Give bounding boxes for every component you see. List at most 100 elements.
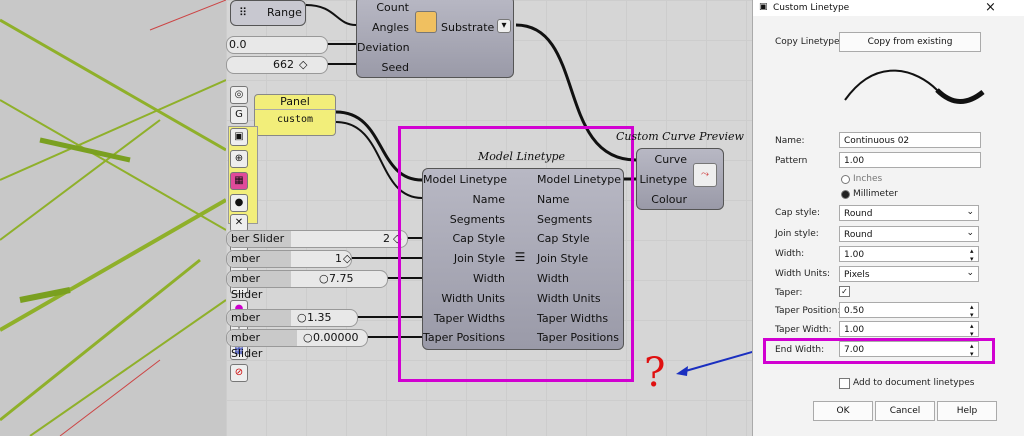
gha-icon[interactable]: G xyxy=(230,106,248,124)
close-button[interactable]: × xyxy=(985,0,996,15)
question-mark-annotation: ? xyxy=(644,350,666,396)
output-port[interactable]: Name xyxy=(537,192,570,206)
gh-tool-icon[interactable]: ◎ xyxy=(230,86,248,104)
input-port[interactable]: Width xyxy=(473,272,505,285)
color-icon[interactable]: ▦ xyxy=(230,172,248,190)
input-seed: Seed xyxy=(381,61,410,74)
radio-millimeter[interactable] xyxy=(841,190,850,199)
number-slider-3[interactable]: mber Slider ○ 7.75 xyxy=(226,270,388,301)
cap-style-select[interactable]: Round xyxy=(839,204,979,221)
range-component[interactable]: ⠿ Range xyxy=(230,0,306,26)
balloon-icon[interactable]: ● xyxy=(230,194,248,212)
input-count: Count xyxy=(376,1,409,14)
slider-grip-icon: ◇ xyxy=(299,58,308,71)
end-width-label: End Width: xyxy=(775,345,825,355)
slider-label: ber Slider xyxy=(227,231,291,247)
slider-grip-icon: ○ xyxy=(319,272,329,285)
slider-top-2[interactable]: 662 ◇ xyxy=(226,56,328,74)
slider-grip-icon: ○ xyxy=(297,311,307,324)
add-to-document-checkbox[interactable] xyxy=(839,378,850,389)
highlight-box-component xyxy=(398,126,634,382)
inches-label: Inches xyxy=(853,174,883,184)
help-button[interactable]: Help xyxy=(937,401,997,421)
output-port[interactable]: Model Linetype xyxy=(537,173,622,186)
slider-label: mber Slider xyxy=(227,310,291,340)
name-field[interactable]: Continuous 02 xyxy=(839,132,981,148)
number-slider-1[interactable]: ber Slider 2 ◇ xyxy=(226,230,408,248)
pattern-field[interactable]: 1.00 xyxy=(839,152,981,168)
input-port[interactable]: Taper Widths xyxy=(433,311,505,325)
linetype-icon: ☰ xyxy=(514,250,526,264)
model-linetype-title: Model Linetype xyxy=(478,150,566,163)
wires xyxy=(305,4,637,338)
input-port[interactable]: Join Style xyxy=(453,252,505,266)
window-icon[interactable]: ▣ xyxy=(230,128,248,146)
slider-value: 7.75 xyxy=(329,272,354,285)
panel-content: custom xyxy=(276,114,314,125)
slider-label: mber Slider xyxy=(227,271,291,301)
linetype-preview xyxy=(844,69,985,104)
custom-linetype-dialog: ▣ Custom Linetype × Copy Linetype: Copy … xyxy=(752,0,1024,436)
cap-style-label: Cap style: xyxy=(775,208,820,218)
dialog-app-icon: ▣ xyxy=(759,2,768,12)
grasshopper-canvas[interactable]: ⠿ Range 0.0 662 ◇ Count Angles Deviation… xyxy=(226,0,752,436)
output-port[interactable]: Width Units xyxy=(537,291,601,305)
disable-icon[interactable]: ⊘ xyxy=(230,364,248,382)
input-port[interactable]: Segments xyxy=(449,212,505,226)
input-colour: Colour xyxy=(651,193,687,206)
output-port[interactable]: Cap Style xyxy=(537,232,590,246)
taper-checkbox[interactable]: ✓ xyxy=(839,286,850,297)
output-port[interactable]: Join Style xyxy=(537,252,589,266)
slider-value: 0.0 xyxy=(229,38,247,51)
slider-value: 1.35 xyxy=(307,311,332,324)
input-port[interactable]: Width Units xyxy=(441,291,505,305)
taper-width-field[interactable]: 1.00 xyxy=(839,321,979,338)
output-port[interactable]: Width xyxy=(537,272,569,285)
viewport-geometry xyxy=(0,0,226,436)
output-port[interactable]: Segments xyxy=(537,212,593,226)
range-label: Range xyxy=(267,6,302,19)
substrate-component[interactable]: Count Angles Deviation Seed Substrate ▾ xyxy=(356,0,514,78)
output-port[interactable]: Taper Positions xyxy=(537,331,619,345)
dialog-title: Custom Linetype xyxy=(773,3,850,13)
join-style-label: Join style: xyxy=(775,229,819,239)
input-deviation: Deviation xyxy=(357,41,410,54)
join-style-select[interactable]: Round xyxy=(839,225,979,242)
input-port[interactable]: Taper Positions xyxy=(423,331,505,345)
cancel-button[interactable]: Cancel xyxy=(875,401,935,421)
number-slider-4[interactable]: mber Slider ○ 1.35 xyxy=(226,309,358,340)
number-slider-5[interactable]: mber Slider ○ 0.00000 xyxy=(226,329,368,360)
slider-value: 1 xyxy=(335,252,342,265)
add-to-document-label: Add to document linetypes xyxy=(853,378,975,388)
radio-inches[interactable] xyxy=(841,175,850,184)
slider-grip-icon: ◇ xyxy=(393,232,402,245)
preview-icon: ⤳ xyxy=(693,163,717,187)
input-curve: Curve xyxy=(654,153,687,166)
width-label: Width: xyxy=(775,249,805,259)
output-port[interactable]: Taper Widths xyxy=(537,311,609,325)
number-slider-2[interactable]: mber Slider 1 ◇ xyxy=(226,250,352,281)
rhino-viewport[interactable] xyxy=(0,0,226,436)
taper-width-label: Taper Width: xyxy=(775,325,832,335)
slider-value: 662 xyxy=(273,58,294,71)
slider-grip-icon: ○ xyxy=(303,331,313,344)
panel[interactable]: Panel custom xyxy=(254,94,336,136)
width-units-label: Width Units: xyxy=(775,269,831,279)
slider-value: 2 xyxy=(383,232,390,245)
input-port[interactable]: Name xyxy=(472,192,505,206)
magnify-icon[interactable]: ⊕ xyxy=(230,150,248,168)
input-port[interactable]: Cap Style xyxy=(452,232,505,246)
input-port[interactable]: Model Linetype xyxy=(423,173,508,186)
end-width-field[interactable]: 7.00 xyxy=(839,341,979,358)
width-units-select[interactable]: Pixels xyxy=(839,265,979,282)
dropdown-icon[interactable]: ▾ xyxy=(497,19,511,33)
slider-top-1[interactable]: 0.0 xyxy=(226,36,328,54)
width-field[interactable]: 1.00 xyxy=(839,246,979,263)
copy-from-existing-button[interactable]: Copy from existing xyxy=(839,32,981,52)
panel-title: Panel xyxy=(255,95,335,110)
copy-linetype-label: Copy Linetype: xyxy=(775,37,843,47)
ok-button[interactable]: OK xyxy=(813,401,873,421)
custom-curve-preview-component[interactable]: Curve Linetype Colour ⤳ xyxy=(636,148,724,210)
taper-position-field[interactable]: 0.50 xyxy=(839,302,979,319)
